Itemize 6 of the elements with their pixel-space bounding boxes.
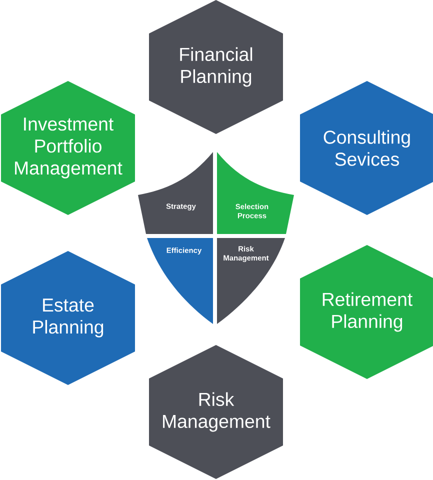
hexagon: Financial Planning: [149, 0, 283, 134]
hexagon: Investment Portfolio Management: [1, 81, 135, 215]
hexagon: Estate Planning: [1, 251, 135, 385]
hexagon: Risk Management: [149, 345, 283, 479]
hexagon: Consulting Sevices: [300, 81, 433, 215]
hexagon: Retirement Planning: [300, 245, 433, 379]
